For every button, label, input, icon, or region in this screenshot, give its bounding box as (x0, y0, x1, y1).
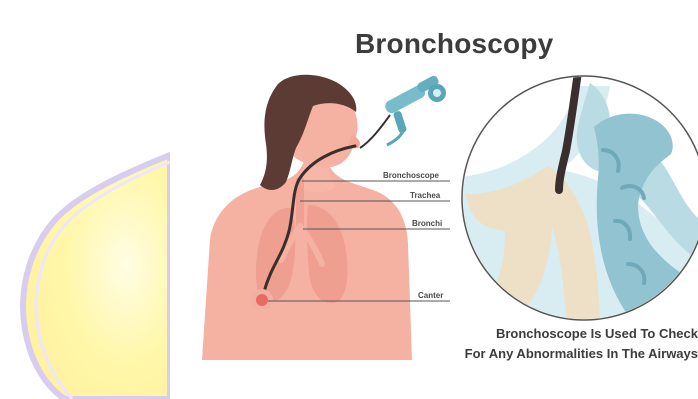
label-trachea: Trachea (410, 191, 440, 200)
label-bronchoscope: Bronchoscope (383, 171, 439, 180)
tumor-core (256, 294, 268, 306)
label-canter: Canter (418, 291, 443, 300)
caption-line-2: For Any Abnormalities In The Airways (398, 344, 698, 364)
diagram-caption: Bronchoscope Is Used To Check For Any Ab… (398, 324, 698, 364)
page-title: Bronchoscopy (355, 28, 553, 60)
label-bronchi: Bronchi (412, 219, 442, 228)
scope-cable (360, 115, 390, 148)
caption-line-1: Bronchoscope Is Used To Check (398, 324, 698, 344)
scope-handle-icon (383, 74, 446, 145)
